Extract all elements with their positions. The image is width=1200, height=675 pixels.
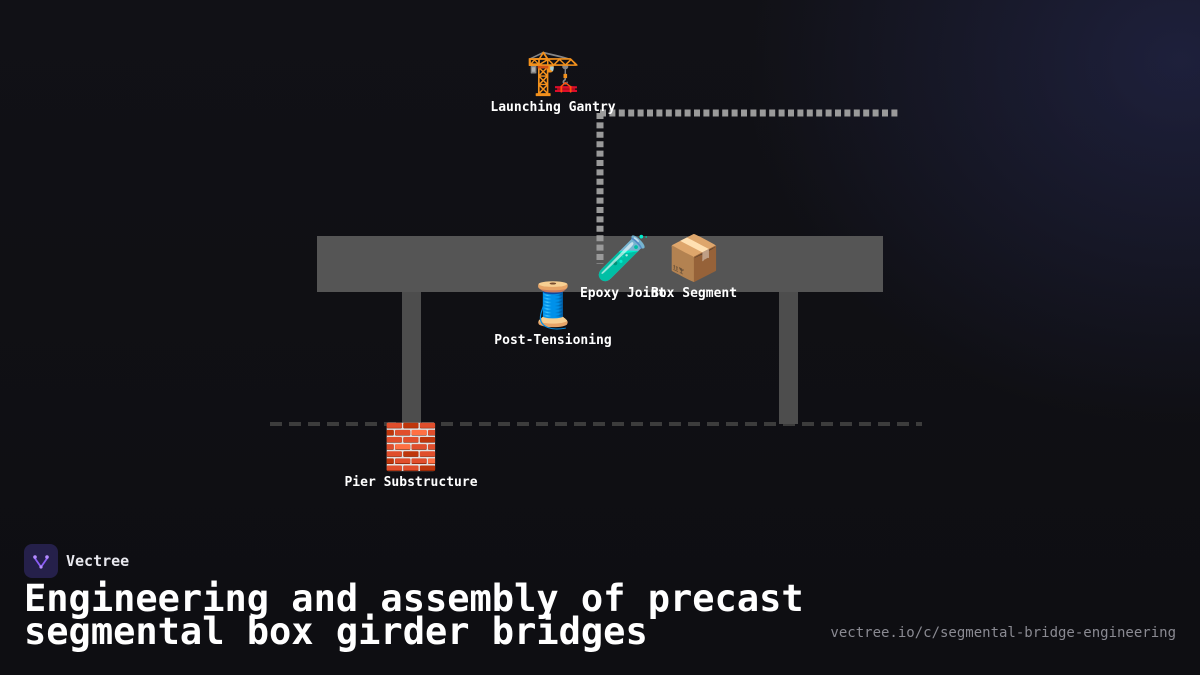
test-tube-icon: 🧪 bbox=[595, 233, 651, 284]
right-pier bbox=[779, 290, 798, 424]
brick-icon: 🧱 bbox=[383, 422, 439, 473]
node-launching-gantry[interactable]: 🏗️ Launching Gantry bbox=[490, 47, 616, 116]
package-icon: 📦 bbox=[666, 233, 722, 284]
epoxy-joint-label: Epoxy Joint bbox=[579, 286, 667, 301]
node-box-segment[interactable]: 📦 Box Segment bbox=[650, 233, 738, 302]
post-tensioning-label: Post-Tensioning bbox=[494, 333, 612, 348]
vectree-logo-icon bbox=[24, 544, 58, 578]
crane-icon: 🏗️ bbox=[525, 47, 581, 98]
launching-gantry-label: Launching Gantry bbox=[490, 100, 616, 115]
thread-spool-icon: 🧵 bbox=[525, 280, 581, 331]
brand-name: Vectree bbox=[66, 552, 130, 570]
box-segment-label: Box Segment bbox=[650, 286, 738, 301]
brand[interactable]: Vectree bbox=[24, 544, 129, 578]
node-post-tensioning[interactable]: 🧵 Post-Tensioning bbox=[494, 280, 612, 349]
page-title: Engineering and assembly of precast segm… bbox=[24, 577, 804, 653]
left-pier bbox=[402, 290, 421, 424]
pier-substructure-label: Pier Substructure bbox=[344, 475, 478, 490]
source-url[interactable]: vectree.io/c/segmental-bridge-engineerin… bbox=[830, 625, 1176, 641]
node-pier-substructure[interactable]: 🧱 Pier Substructure bbox=[344, 422, 478, 491]
node-epoxy-joint[interactable]: 🧪 Epoxy Joint bbox=[579, 233, 667, 302]
